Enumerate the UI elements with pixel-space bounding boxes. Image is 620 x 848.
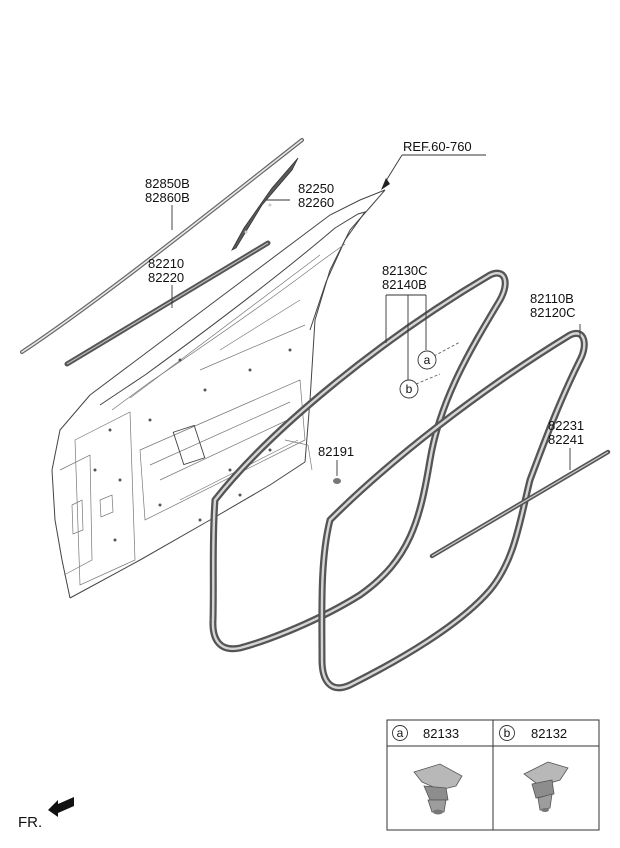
clip-82133-icon bbox=[413, 763, 463, 815]
svg-text:a: a bbox=[424, 353, 431, 367]
door-weatherstrip-front bbox=[209, 269, 509, 653]
label-82260: 82260 bbox=[298, 195, 334, 210]
label-82110b: 82110B bbox=[530, 291, 574, 306]
sill-strip bbox=[429, 449, 611, 559]
label-82860b: 82860B bbox=[145, 190, 190, 205]
front-arrow-icon bbox=[48, 797, 74, 817]
delta-garnish bbox=[231, 157, 299, 251]
svg-text:a: a bbox=[397, 726, 404, 740]
leader-lines bbox=[171, 154, 581, 476]
svg-text:b: b bbox=[504, 726, 511, 740]
label-82130c: 82130C bbox=[382, 263, 428, 278]
door-panel bbox=[51, 189, 386, 599]
front-direction-marker: FR. bbox=[18, 797, 74, 831]
svg-text:82133: 82133 bbox=[423, 726, 459, 741]
roof-moulding-strip bbox=[20, 138, 304, 354]
label-82241: 82241 bbox=[548, 432, 584, 447]
label-82250: 82250 bbox=[298, 181, 334, 196]
body-weatherstrip bbox=[318, 329, 588, 692]
clip-legend-table: a 82133 b 82132 bbox=[386, 719, 600, 831]
label-82191: 82191 bbox=[318, 444, 354, 459]
belt-moulding bbox=[64, 240, 271, 367]
label-ref: REF.60-760 bbox=[403, 139, 472, 154]
svg-text:82132: 82132 bbox=[531, 726, 567, 741]
label-82220: 82220 bbox=[148, 270, 184, 285]
label-82140b: 82140B bbox=[382, 277, 427, 292]
callout-a: a bbox=[417, 350, 437, 370]
legend-cell-b: b 82132 bbox=[499, 725, 569, 812]
label-82231: 82231 bbox=[548, 418, 584, 433]
callout-b: b bbox=[399, 379, 419, 399]
legend-cell-a: a 82133 bbox=[392, 725, 463, 815]
label-82210: 82210 bbox=[148, 256, 184, 271]
svg-text:b: b bbox=[406, 382, 413, 396]
label-82850b: 82850B bbox=[145, 176, 190, 191]
drain-plug bbox=[333, 478, 341, 484]
clip-82132-icon bbox=[523, 761, 569, 812]
svg-text:FR.: FR. bbox=[18, 814, 42, 831]
label-82120c: 82120C bbox=[530, 305, 576, 320]
